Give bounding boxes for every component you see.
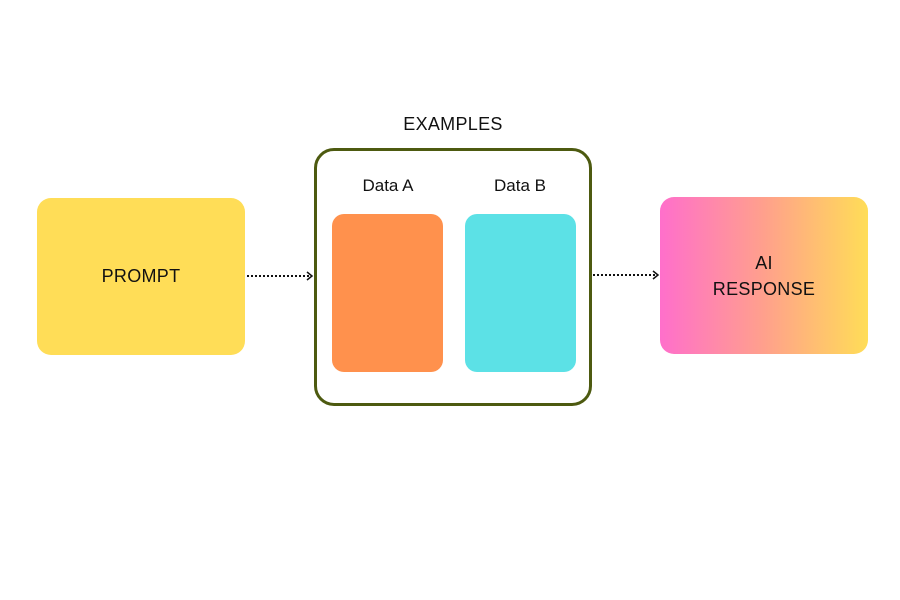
data-b-card <box>465 214 576 372</box>
arrow-examples-to-response <box>593 270 660 280</box>
arrow-prompt-to-examples <box>247 271 314 281</box>
prompt-label: PROMPT <box>101 266 181 286</box>
examples-frame <box>314 148 592 406</box>
prompt-box: PROMPT <box>37 198 245 355</box>
ai-response-box: AI RESPONSE <box>660 197 868 354</box>
response-label-line2: RESPONSE <box>712 278 816 299</box>
examples-title: EXAMPLES <box>403 114 503 134</box>
response-label-line1: AI <box>755 252 773 273</box>
data-a-label: Data A <box>362 176 414 195</box>
data-b-label: Data B <box>494 176 546 195</box>
data-a-card <box>332 214 443 372</box>
